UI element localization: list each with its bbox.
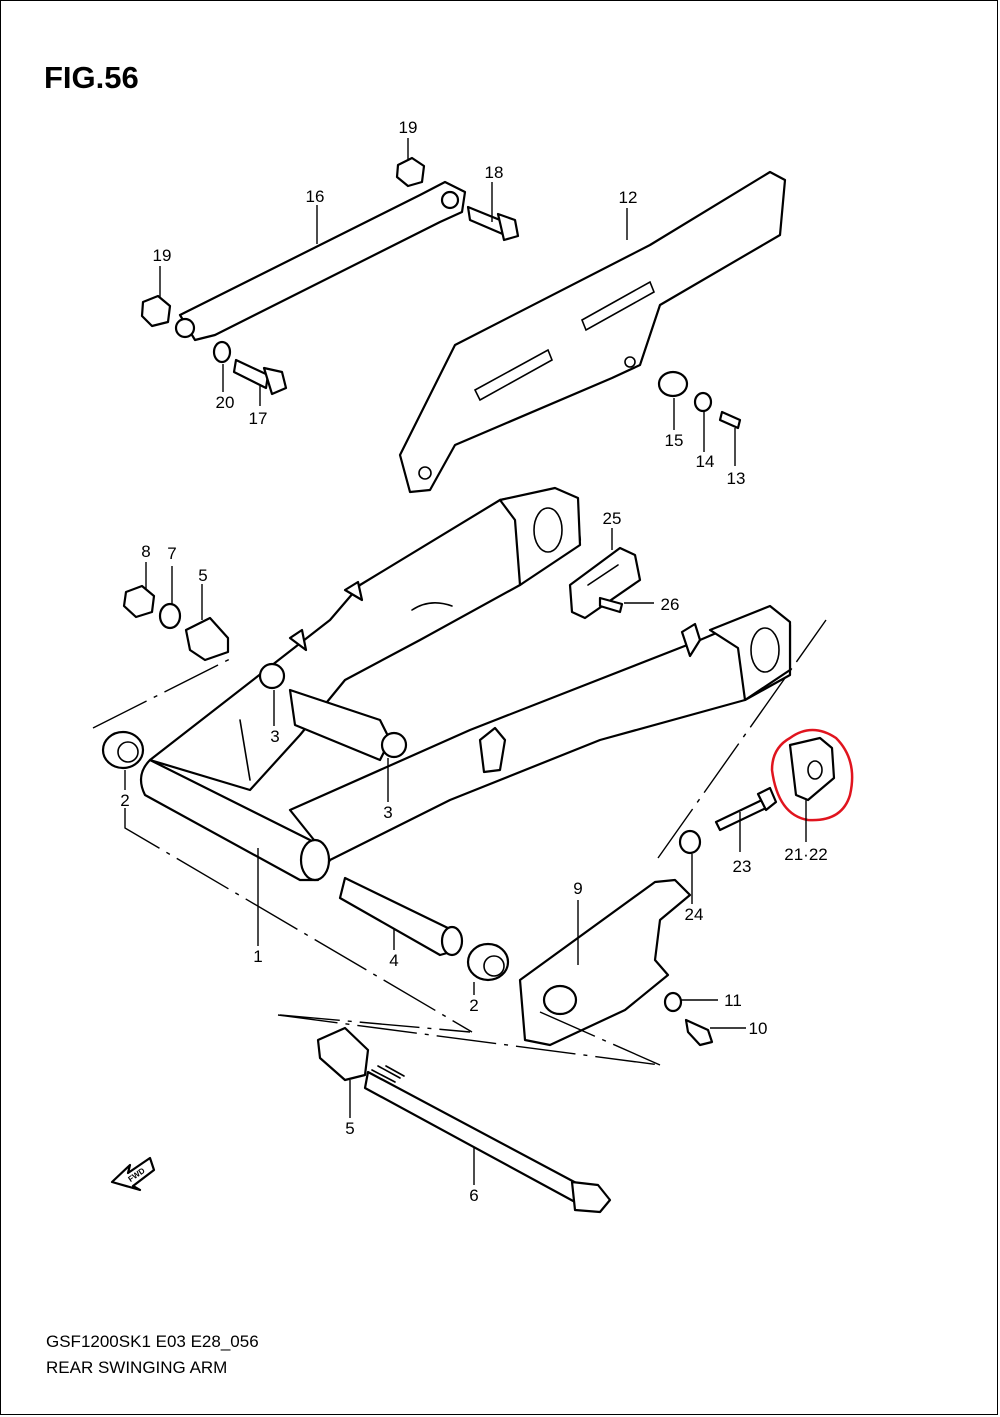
- screw-part-13[interactable]: [718, 410, 742, 430]
- leader-lines: [124, 138, 807, 1185]
- pivot-bolt-part-6[interactable]: [363, 1065, 612, 1214]
- spacer-part-3-upper[interactable]: [258, 662, 286, 690]
- torque-link-part-16[interactable]: [174, 180, 467, 342]
- callout-15: 15: [665, 431, 684, 450]
- callout-labels: 19 18 12 16 19 20 17 15 14 13 25 26 8 7 …: [120, 118, 827, 1205]
- callout-20: 20: [216, 393, 235, 412]
- callout-16: 16: [306, 187, 325, 206]
- callout-23: 23: [733, 857, 752, 876]
- callout-3-upper: 3: [270, 727, 279, 746]
- callout-24: 24: [685, 905, 704, 924]
- callout-14: 14: [696, 452, 715, 471]
- nut-part-8[interactable]: [122, 584, 156, 619]
- figure-title: FIG.56: [44, 60, 139, 95]
- clip-nut-part-21-22[interactable]: [788, 736, 836, 802]
- callout-2-front: 2: [120, 791, 129, 810]
- nut-part-19-left[interactable]: [140, 294, 172, 328]
- bolt-part-10[interactable]: [684, 1018, 714, 1047]
- callout-19-top: 19: [399, 118, 418, 137]
- callout-7: 7: [167, 544, 176, 563]
- section-name: REAR SWINGING ARM: [46, 1358, 228, 1377]
- callout-8: 8: [141, 542, 150, 561]
- collar-part-11[interactable]: [663, 991, 683, 1013]
- callout-4: 4: [389, 951, 398, 970]
- callout-10: 10: [749, 1019, 768, 1038]
- swinging-arm-part-1[interactable]: [139, 486, 792, 882]
- callout-5-upper: 5: [198, 566, 207, 585]
- callout-11: 11: [724, 991, 742, 1010]
- callout-25: 25: [603, 509, 622, 528]
- damper-part-15[interactable]: [657, 370, 689, 398]
- bearing-part-2-front[interactable]: [101, 730, 145, 770]
- model-code: GSF1200SK1 E03 E28_056: [46, 1332, 259, 1351]
- callout-5-lower: 5: [345, 1119, 354, 1138]
- callout-26: 26: [661, 595, 680, 614]
- callout-3-lower: 3: [383, 803, 392, 822]
- fwd-arrow-icon: FWD: [110, 1156, 156, 1192]
- callout-19-left: 19: [153, 246, 172, 265]
- callout-9: 9: [573, 879, 582, 898]
- spacer-part-3-lower[interactable]: [380, 731, 408, 759]
- highlight-circle: [770, 728, 854, 822]
- collar-part-14[interactable]: [693, 391, 713, 413]
- bushing-part-5-upper[interactable]: [184, 616, 230, 662]
- washer-part-20[interactable]: [212, 340, 232, 364]
- callout-13: 13: [727, 469, 746, 488]
- bolt-part-18[interactable]: [466, 205, 520, 242]
- pivot-shaft-part-4[interactable]: [338, 876, 464, 957]
- bolt-part-17[interactable]: [232, 358, 288, 396]
- callout-2-rear: 2: [469, 996, 478, 1015]
- callout-12: 12: [619, 188, 638, 207]
- callout-1: 1: [253, 947, 262, 966]
- callout-18: 18: [485, 163, 504, 182]
- callout-6: 6: [469, 1186, 478, 1205]
- washer-part-7[interactable]: [158, 602, 182, 630]
- callout-17: 17: [249, 409, 268, 428]
- nut-part-19-top[interactable]: [395, 156, 426, 188]
- chain-case-part-12[interactable]: [398, 170, 787, 494]
- washer-part-24[interactable]: [678, 829, 702, 855]
- screw-part-26[interactable]: [598, 596, 624, 614]
- plate-part-25[interactable]: [568, 546, 642, 620]
- bushing-part-5-lower[interactable]: [316, 1026, 370, 1082]
- bolt-part-23[interactable]: [714, 786, 778, 832]
- chain-guide-part-9[interactable]: [518, 878, 692, 1047]
- callout-21-22: 21·22: [784, 845, 827, 864]
- alignment-lines: [92, 619, 827, 1066]
- bearing-part-2-rear[interactable]: [466, 942, 510, 982]
